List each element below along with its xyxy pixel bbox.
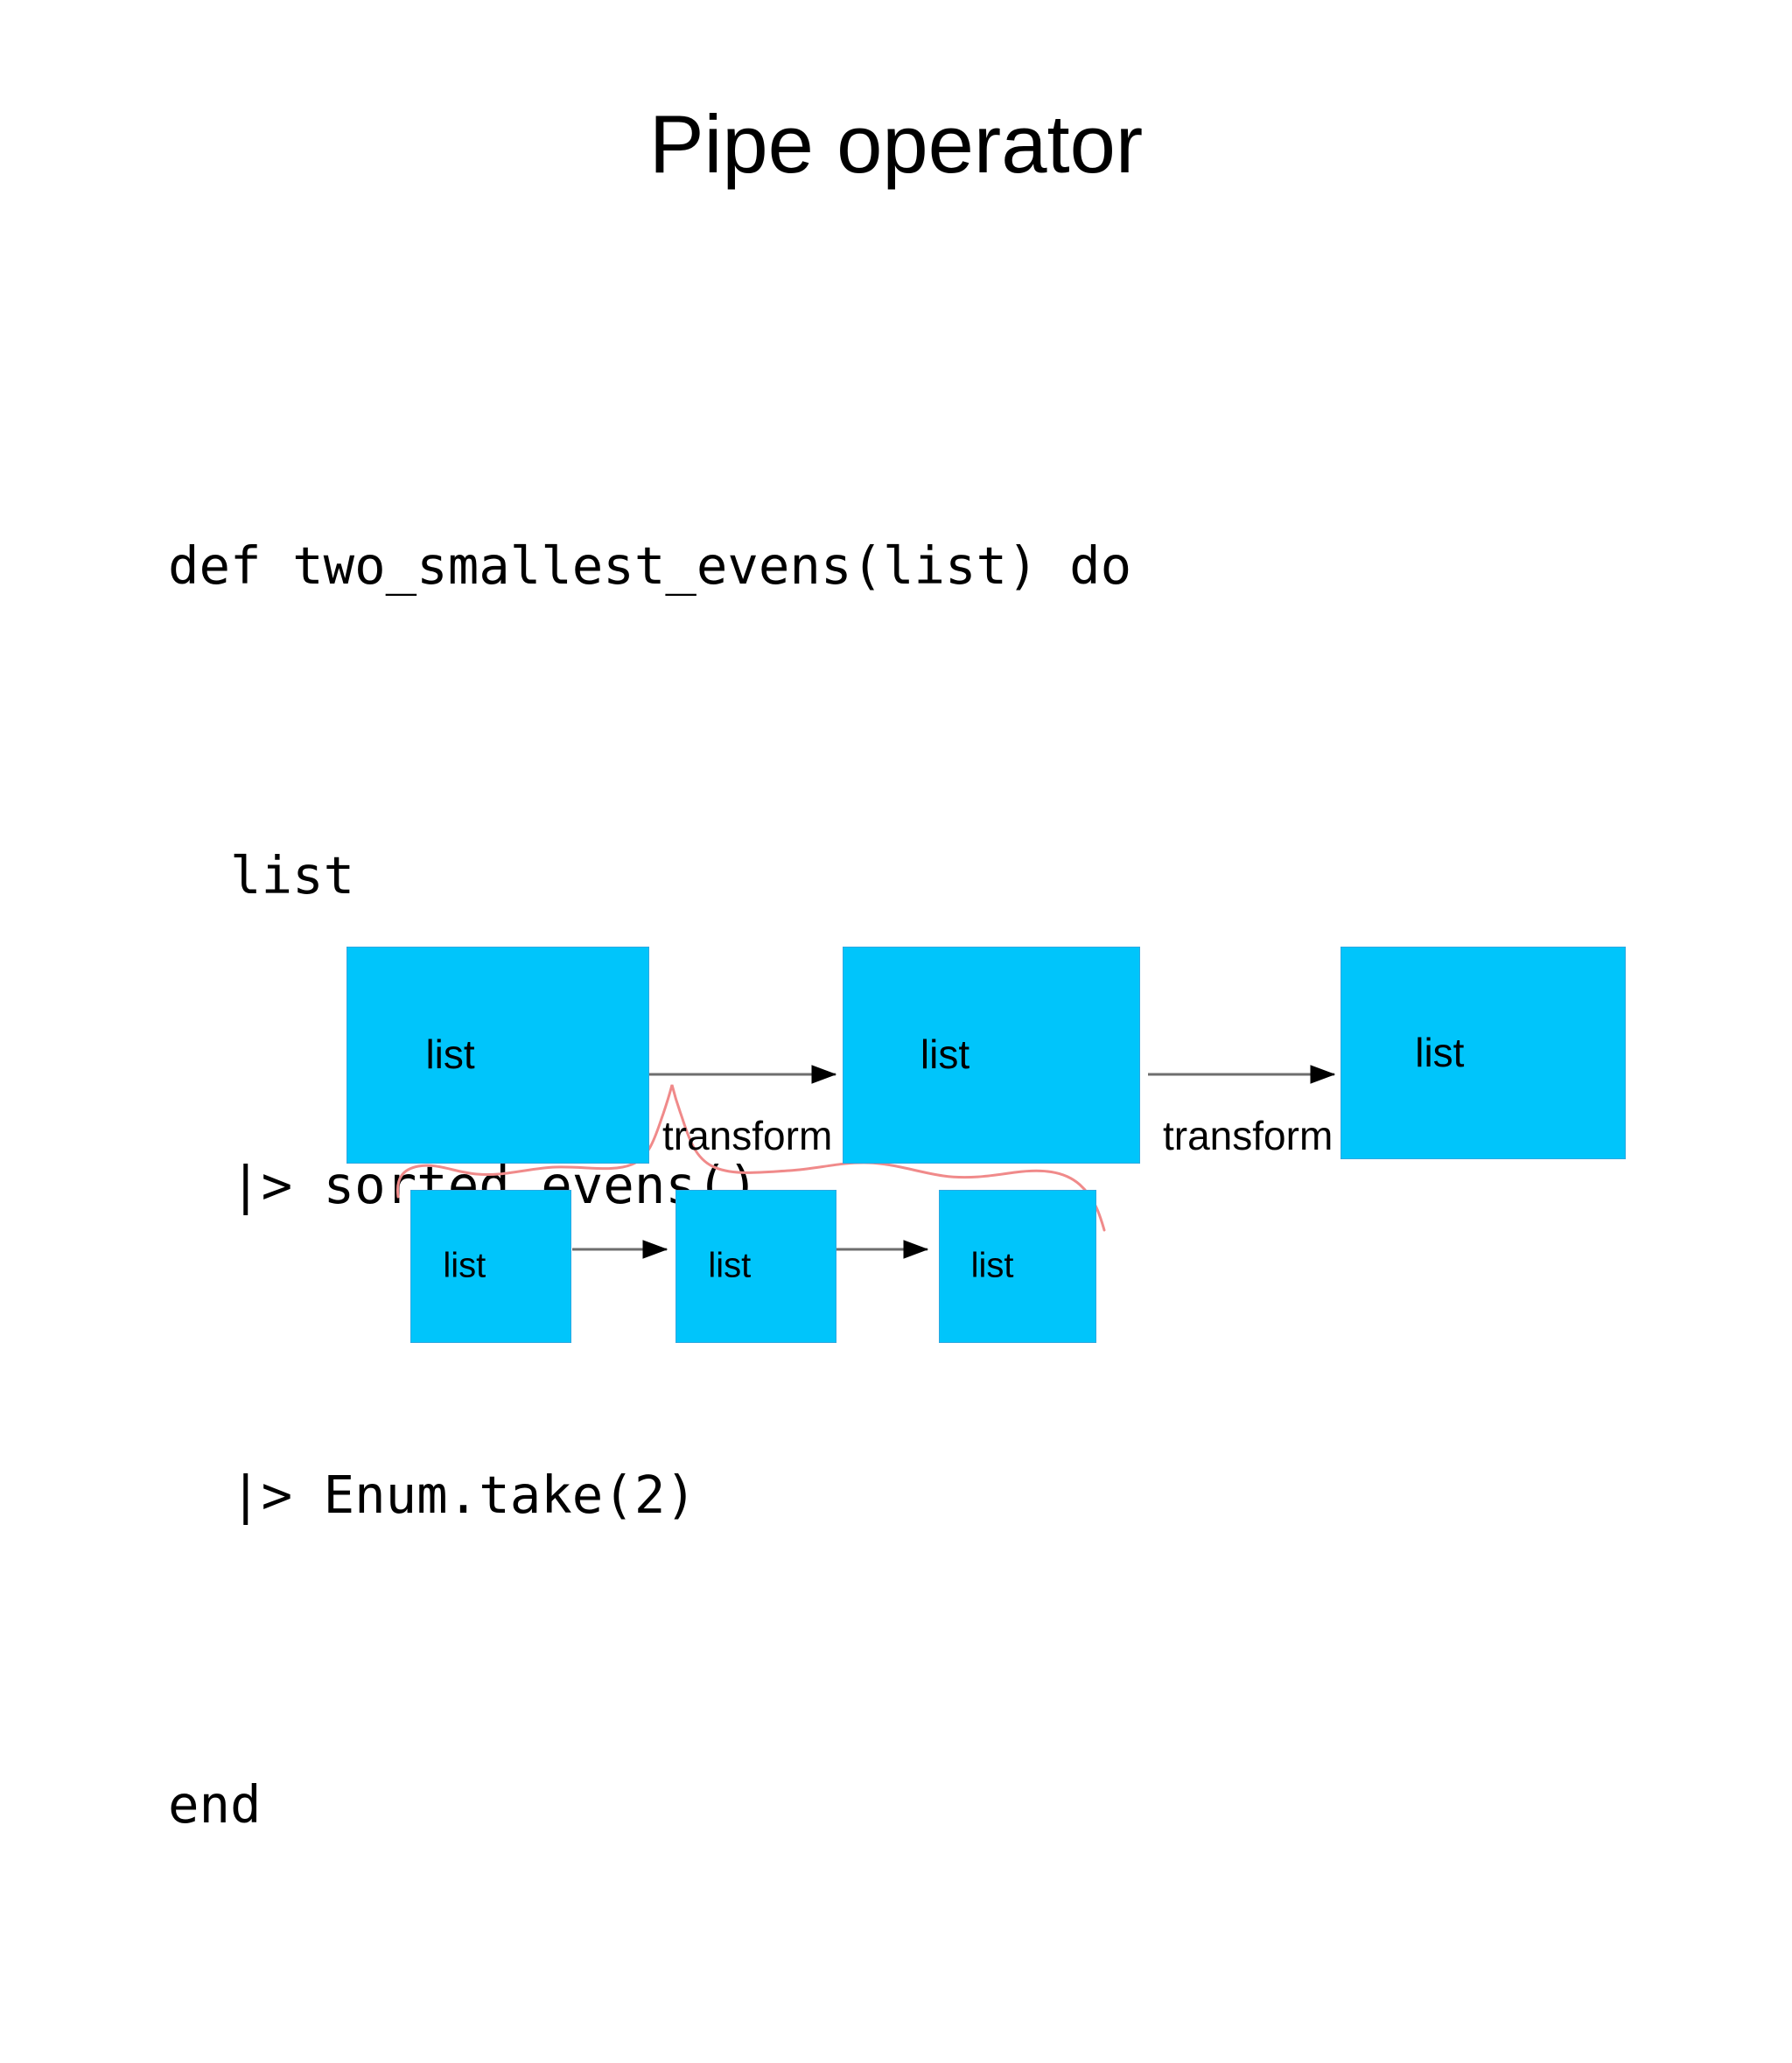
node-list-bottom-1[interactable]: list [410,1190,571,1343]
code-block: def two_smallest_evens(list) do list |> … [168,308,1480,2063]
node-list-top-3[interactable]: list [1340,947,1626,1159]
node-label: list [970,1246,1014,1285]
edge-label-transform-1: transform [662,1113,833,1158]
node-label: list [425,1031,475,1077]
node-list-bottom-3[interactable]: list [939,1190,1096,1343]
edge-label-transform-2: transform [1163,1113,1334,1158]
node-list-top-1[interactable]: list [346,947,649,1164]
node-label: list [1415,1029,1465,1075]
node-label: list [920,1031,970,1077]
page-title: Pipe operator [648,98,1144,190]
slide-canvas: Pipe operator def two_smallest_evens(lis… [168,98,1626,1835]
code-line: list [168,845,355,906]
node-list-top-2[interactable]: list [843,947,1140,1164]
code-line: |> Enum.take(2) [168,1465,696,1525]
pipeline-diagram: list list list transform transform list … [346,947,1626,1343]
node-list-bottom-2[interactable]: list [676,1190,836,1343]
code-line: end [168,1774,262,1835]
node-label: list [708,1246,752,1285]
code-line: def two_smallest_evens(list) do [168,535,1132,596]
node-label: list [443,1246,486,1285]
